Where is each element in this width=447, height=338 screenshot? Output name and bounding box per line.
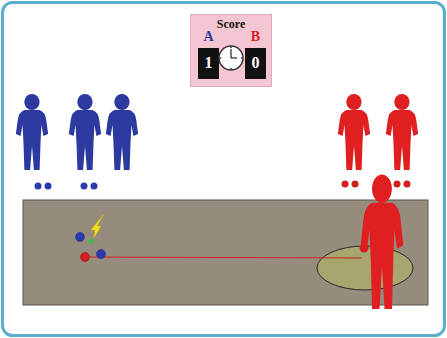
- scoreboard: ScoreA1B0: [190, 14, 272, 87]
- throw-circle: [317, 246, 413, 290]
- clock-hand: [230, 49, 231, 58]
- score-digit: 1: [198, 54, 219, 72]
- clock-tick: [230, 68, 232, 70]
- red-ball: [394, 181, 401, 188]
- blue-ball: [76, 233, 85, 242]
- blue-player: [69, 94, 101, 170]
- red-ball: [404, 181, 411, 188]
- score-box: A1: [198, 48, 219, 79]
- clock-hand: [231, 57, 237, 58]
- clock-tick: [230, 47, 232, 49]
- team-letter: A: [194, 29, 223, 45]
- blue-player: [106, 94, 138, 170]
- score-box: B0: [245, 48, 266, 79]
- outer-frame: [3, 3, 445, 336]
- clock-tick: [220, 57, 222, 59]
- clock-face: [219, 46, 243, 70]
- score-digit: 0: [245, 54, 266, 72]
- jack-ball: [89, 239, 94, 244]
- team-letter: B: [241, 29, 270, 45]
- clock-tick: [241, 57, 243, 59]
- blue-ball: [91, 183, 98, 190]
- blue-ball: [45, 183, 52, 190]
- blue-ball: [97, 250, 106, 259]
- red-ball: [352, 181, 359, 188]
- red-player: [338, 94, 370, 170]
- blue-ball: [35, 183, 42, 190]
- red-player-throwing: [361, 175, 404, 310]
- measure-line: [85, 257, 362, 258]
- red-ball: [81, 253, 90, 262]
- blue-player: [16, 94, 48, 170]
- red-player: [386, 94, 418, 170]
- red-ball: [342, 181, 349, 188]
- blue-ball: [81, 183, 88, 190]
- hit-arrow: [91, 214, 104, 238]
